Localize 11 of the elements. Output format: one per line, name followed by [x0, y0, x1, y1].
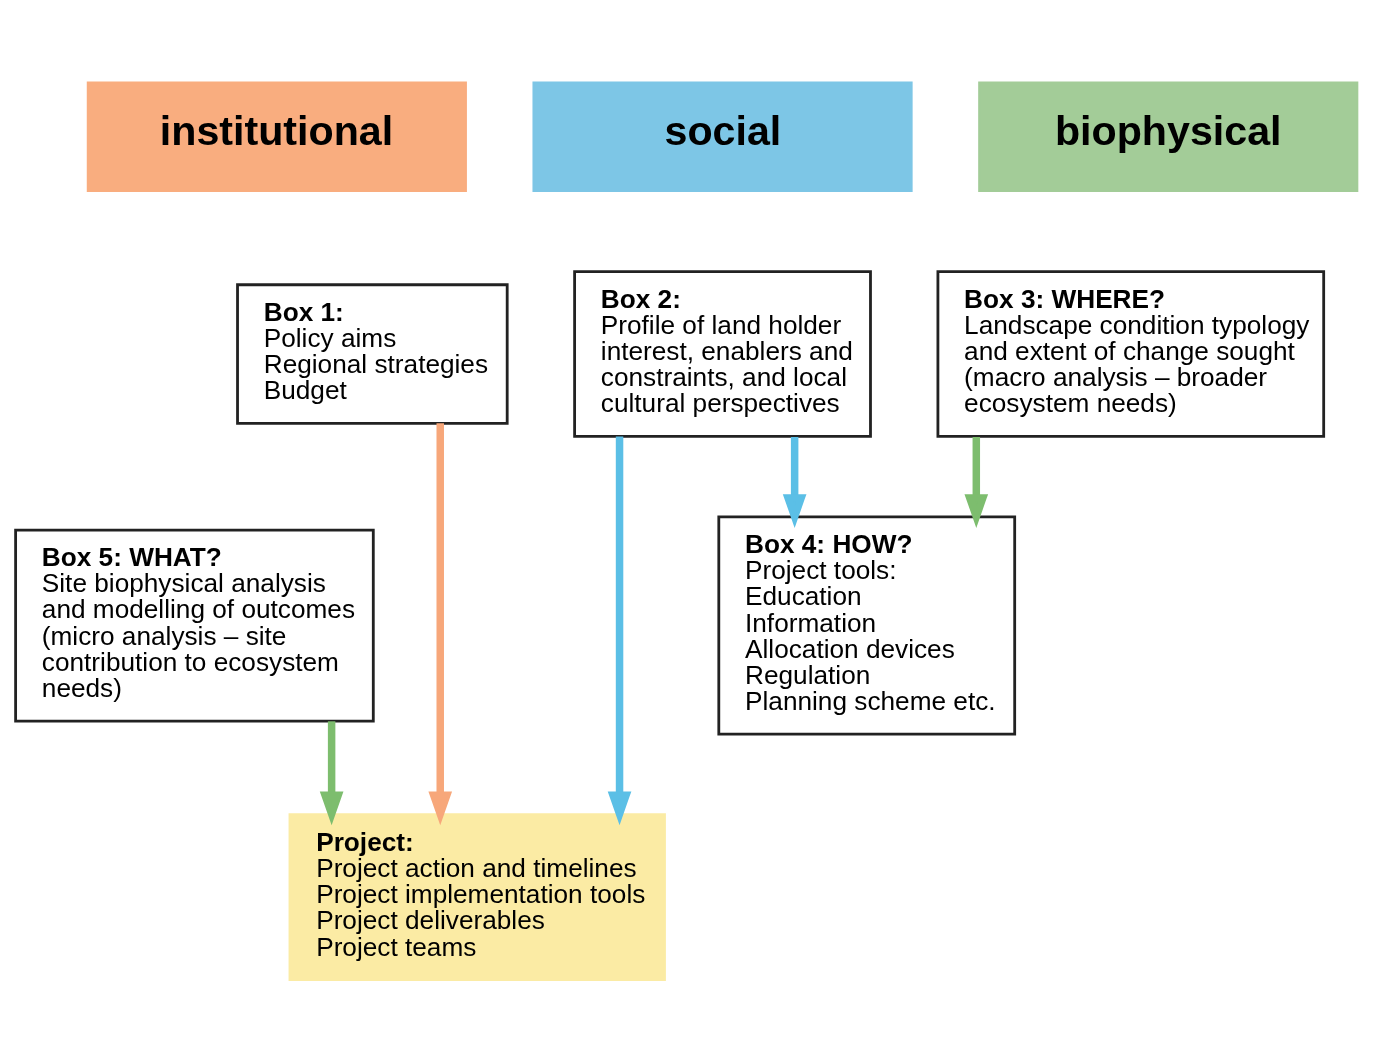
arrow: [319, 720, 344, 825]
arrow: [428, 422, 453, 825]
node-box: institutional: [86, 81, 467, 192]
node-box: Project: Project action and timelines Project implementation tools Project deliverables Project teams: [288, 812, 666, 981]
node-box: biophysical: [978, 81, 1359, 192]
node-box: Box 2: Profile of land holder interest, enablers and constraints, and local cultural perspectives: [573, 269, 872, 438]
node-box: Box 4: HOW? Project tools: Education Information Allocation devices Regulation Planning scheme etc.: [717, 515, 1017, 736]
node-box: Box 5: WHAT? Site biophysical analysis and modelling of outcomes (micro analysis – site contribution to ecosystem needs): [14, 528, 375, 722]
node-box: social: [532, 81, 913, 192]
node-box: Box 1: Policy aims Regional strategies Budget: [236, 282, 509, 425]
node-box: Box 3: WHERE? Landscape condition typology and extent of change sought (macro analysis – broader ecosystem needs): [936, 269, 1326, 438]
